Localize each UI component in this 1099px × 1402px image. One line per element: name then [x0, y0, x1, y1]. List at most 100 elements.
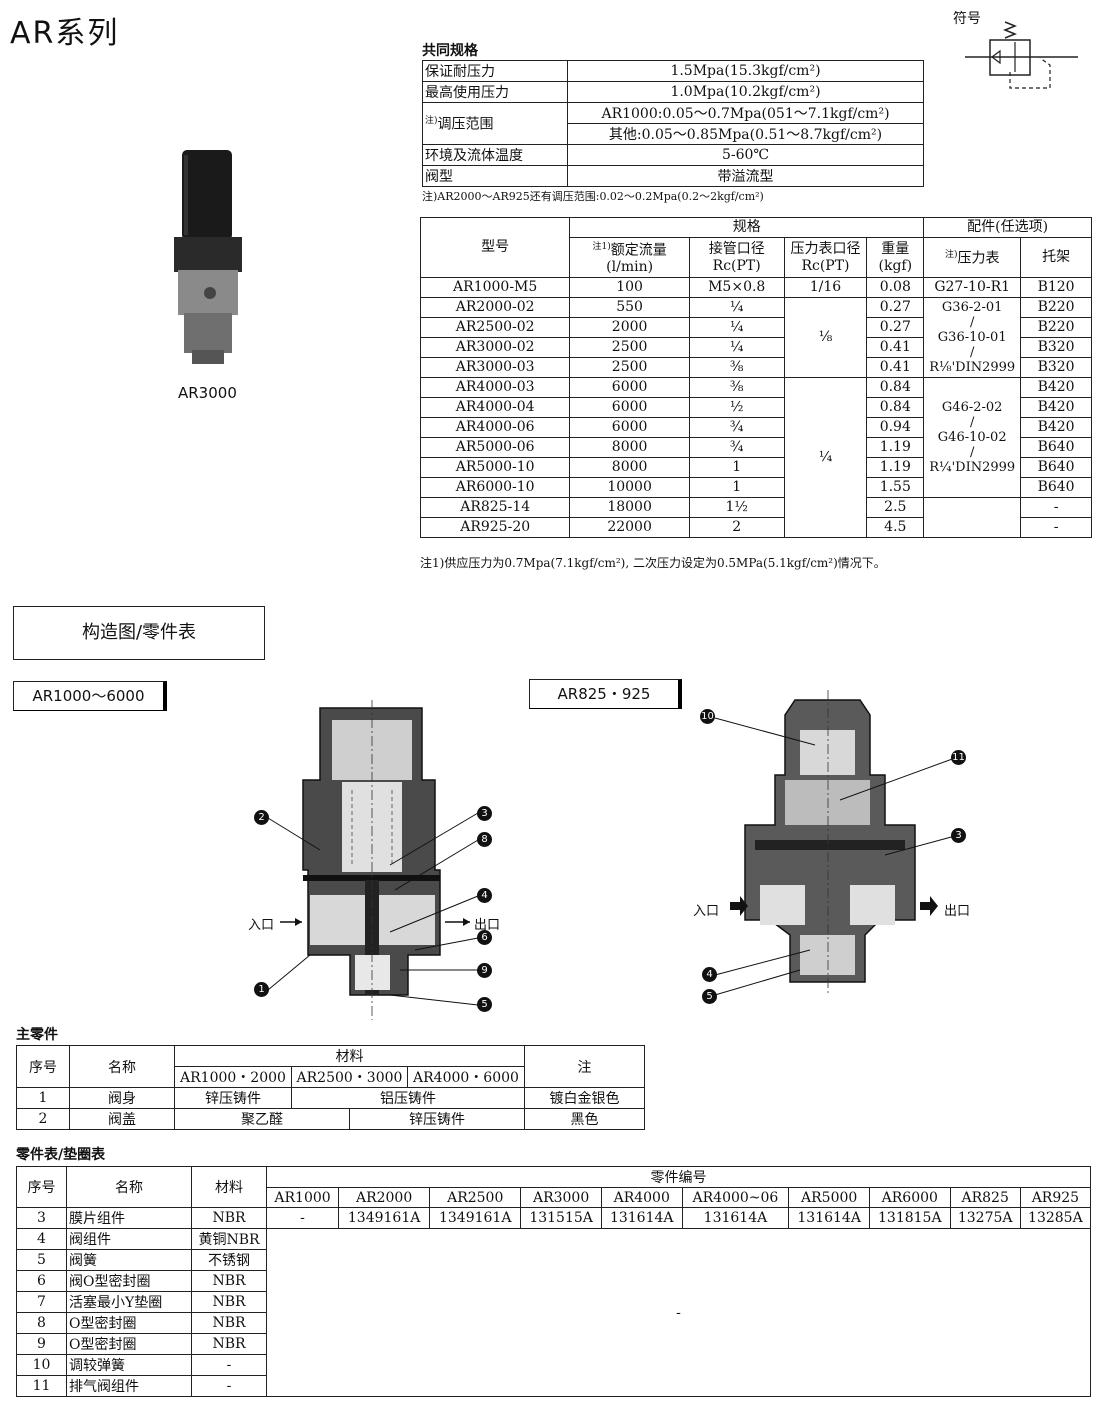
model-row: AR5000-06 8000 ¾ 1.19 B640	[419, 437, 1092, 458]
bracket-cell: B220	[1020, 317, 1092, 338]
part-material: -	[191, 1375, 267, 1397]
spec-row: 阀型 带溢流型	[422, 165, 924, 187]
col-sub-1: AR1000・2000	[174, 1066, 292, 1088]
port-cell: 1	[688, 457, 785, 478]
main-parts-heading: 主零件	[16, 1027, 58, 1043]
part-material: NBR	[191, 1207, 267, 1229]
col-port-unit: Rc(PT)	[712, 257, 761, 274]
part-no: 8	[16, 1312, 67, 1334]
part-name: 阀身	[69, 1087, 175, 1109]
col-accessory-group: 配件(任选项)	[923, 217, 1092, 238]
weight-cell: 2.5	[866, 497, 925, 518]
weight-cell: 1.19	[866, 437, 925, 458]
flow-cell: 22000	[569, 517, 690, 538]
flow-cell: 8000	[569, 437, 690, 458]
parts-row: 6 阀O型密封圈 NBR	[16, 1270, 1091, 1292]
weight-cell: 4.5	[866, 517, 925, 538]
part-material: 不锈钢	[191, 1249, 267, 1271]
bracket-cell: B220	[1020, 297, 1092, 318]
part-code: 1349161A	[338, 1207, 431, 1229]
gauge-cell: G46-2-02 / G46-10-02 / R¼'DIN2999	[923, 377, 1022, 498]
col-flow: 注1)额定流量(l/min)	[569, 237, 690, 278]
spec-value: 5-60℃	[567, 144, 924, 166]
col-gauge-label: 压力表	[957, 250, 1000, 267]
gauge-line: G36-10-01	[937, 330, 1007, 345]
col-gauge-port-unit: Rc(PT)	[801, 257, 850, 274]
model-row: AR925-20 22000 2 4.5 -	[419, 517, 1092, 538]
main-parts-table: 序号 名称 材料 注 AR1000・2000 AR2500・3000 AR400…	[16, 1045, 645, 1130]
weight-cell: 0.08	[866, 277, 925, 298]
part-no: 9	[16, 1333, 67, 1355]
part-no: 5	[16, 1249, 67, 1271]
callout-4: 4	[477, 888, 492, 903]
product-image	[174, 150, 242, 364]
part-no: 2	[16, 1108, 70, 1130]
weight-cell: 0.84	[866, 377, 925, 398]
inlet-label-right: 入口	[693, 904, 720, 919]
part-name: 阀盖	[69, 1108, 175, 1130]
callout-9: 9	[477, 963, 492, 978]
part-code: 13275A	[949, 1207, 1021, 1229]
col-model: AR3000	[520, 1187, 602, 1208]
col-name: 名称	[66, 1166, 192, 1208]
gauge-line: /	[970, 315, 975, 330]
bracket-cell: -	[1020, 517, 1092, 538]
part-no: 6	[16, 1270, 67, 1292]
col-no: 序号	[16, 1045, 70, 1088]
part-material: 铝压铸件	[291, 1087, 525, 1109]
outlet-label-left: 出口	[474, 918, 501, 933]
part-code: 131614A	[600, 1207, 683, 1229]
model-cell: AR1000-M5	[419, 277, 571, 298]
part-name: O型密封圈	[66, 1312, 192, 1334]
port-cell: ¼	[688, 317, 785, 338]
col-weight-unit: (kgf)	[878, 257, 913, 274]
page-title: AR系列	[10, 16, 120, 51]
flow-cell: 100	[569, 277, 690, 298]
spec-label: 保证耐压力	[422, 60, 568, 82]
model-row: AR2500-02 2000 ¼ 0.27 B220	[419, 317, 1092, 338]
col-model: AR4000	[600, 1187, 683, 1208]
weight-cell: 0.84	[866, 397, 925, 418]
part-material: -	[191, 1354, 267, 1376]
spec-value: 带溢流型	[567, 165, 924, 187]
model-cell: AR4000-04	[419, 397, 571, 418]
callout-6: 6	[477, 930, 492, 945]
callout-3: 3	[477, 806, 492, 821]
part-material: 黄铜NBR	[191, 1228, 267, 1250]
gauge-line: /	[970, 445, 975, 460]
spec-label: 注)调压范围	[422, 102, 568, 145]
product-caption: AR3000	[178, 384, 237, 402]
spec-note-marker: 注)	[425, 116, 438, 127]
parts-row: 11 排气阀组件 -	[16, 1375, 1091, 1397]
col-material: 材料	[191, 1166, 267, 1208]
flow-cell: 6000	[569, 377, 690, 398]
spec-value: AR1000:0.05～0.7Mpa(051～7.1kgf/cm²)	[567, 102, 924, 124]
port-cell: M5×0.8	[688, 277, 785, 298]
weight-cell: 0.41	[866, 357, 925, 378]
model-cell: AR5000-10	[419, 457, 571, 478]
col-spec-group: 规格	[569, 217, 925, 238]
bracket-cell: B640	[1020, 437, 1092, 458]
gauge-cell: G27-10-R1	[923, 277, 1022, 298]
gauge-cell: G36-2-01 / G36-10-01 / R⅛'DIN2999	[923, 297, 1022, 378]
callout-1: 1	[254, 982, 269, 997]
col-no: 序号	[16, 1166, 67, 1208]
bracket-cell: B320	[1020, 337, 1092, 358]
part-material: NBR	[191, 1270, 267, 1292]
part-note: 镀白金银色	[524, 1087, 645, 1109]
model-cell: AR825-14	[419, 497, 571, 518]
part-material: NBR	[191, 1291, 267, 1313]
col-model: AR5000	[788, 1187, 870, 1208]
parts-row: 8 O型密封圈 NBR	[16, 1312, 1091, 1334]
outlet-label-right: 出口	[944, 904, 971, 919]
callout-2: 2	[254, 810, 269, 825]
part-code: 131815A	[868, 1207, 951, 1229]
col-flow-unit: (l/min)	[606, 259, 654, 276]
regulator-cross-section-left	[267, 700, 479, 1020]
col-material: 材料	[174, 1045, 525, 1067]
gauge-port-cell: 1/16	[783, 277, 868, 298]
gauge-cell	[923, 497, 1022, 538]
col-bracket: 托架	[1020, 237, 1092, 278]
